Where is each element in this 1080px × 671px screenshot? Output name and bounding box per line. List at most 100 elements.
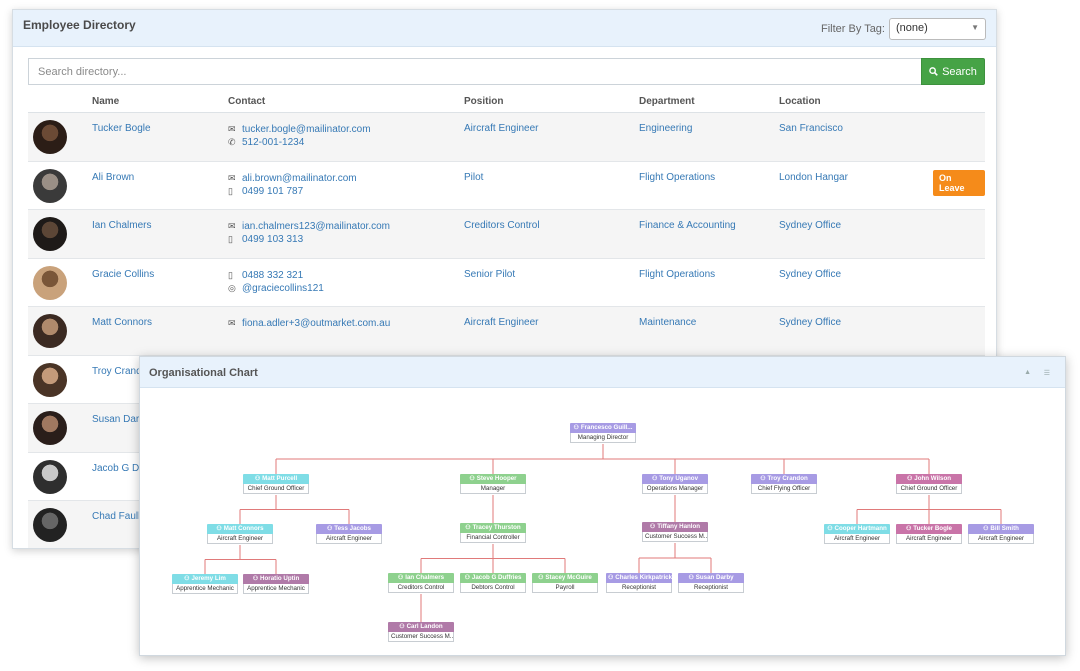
- contact-primary[interactable]: ali.brown@mailinator.com: [242, 172, 357, 184]
- email-icon: ✉: [228, 172, 236, 183]
- org-node-jl[interactable]: ⚇ Jeremy Lim Apprentice Mechanic: [172, 574, 238, 594]
- org-node-tc[interactable]: ⚇ Troy Crandon Chief Flying Officer: [751, 474, 817, 494]
- org-node-name: Francesco Guill...: [580, 424, 633, 431]
- org-node-mp[interactable]: ⚇ Matt Purcell Chief Ground Officer: [243, 474, 309, 494]
- org-node-role: Chief Ground Officer: [896, 484, 962, 494]
- department-link[interactable]: Flight Operations: [639, 268, 716, 280]
- org-node-name: Tony Uganov: [659, 475, 699, 482]
- contact-primary[interactable]: 0488 332 321: [242, 269, 304, 281]
- position-link[interactable]: Aircraft Engineer: [464, 317, 539, 328]
- contact-cell: ✉fiona.adler+3@outmarket.com.au: [228, 317, 390, 330]
- position-link[interactable]: Aircraft Engineer: [464, 123, 539, 134]
- person-icon: ⚇: [983, 525, 989, 532]
- org-node-ch[interactable]: ⚇ Cooper Hartmann Aircraft Engineer: [824, 524, 890, 544]
- contact-secondary[interactable]: 512-001-1234: [242, 137, 305, 148]
- person-icon: ⚇: [827, 525, 833, 532]
- location-link[interactable]: Sydney Office: [779, 317, 842, 328]
- person-icon: ⚇: [469, 475, 475, 482]
- employee-name-link[interactable]: Tucker Bogle: [92, 123, 151, 134]
- org-node-sm[interactable]: ⚇ Stacey McGuire Payroll: [532, 573, 598, 593]
- org-node-role: Debtors Control: [460, 583, 526, 593]
- org-node-sd[interactable]: ⚇ Susan Darby Receptionist: [678, 573, 744, 593]
- department-link[interactable]: Engineering: [639, 123, 693, 134]
- contact-primary[interactable]: fiona.adler+3@outmarket.com.au: [242, 318, 391, 329]
- person-icon: ⚇: [906, 475, 913, 482]
- org-node-role: Aircraft Engineer: [896, 534, 962, 544]
- contact-primary[interactable]: tucker.bogle@mailinator.com: [242, 124, 371, 135]
- org-node-tu[interactable]: ⚇ Tony Uganov Operations Manager: [642, 474, 708, 494]
- employee-name-link[interactable]: Jacob G Duffries: [92, 462, 167, 474]
- org-node-role: Apprentice Mechanic: [243, 584, 309, 594]
- contact-primary[interactable]: ian.chalmers123@mailinator.com: [242, 221, 390, 232]
- employee-name-link[interactable]: Susan Darby: [92, 414, 150, 425]
- org-node-ck[interactable]: ⚇ Charles Kirkpatrick Receptionist: [606, 573, 672, 593]
- table-row[interactable]: Tucker Bogle ✉ tucker.bogle@mailinator.com…: [28, 113, 985, 162]
- org-node-name: Jeremy Lim: [191, 575, 226, 582]
- org-chart-title: Organisational Chart: [149, 367, 258, 379]
- employee-name-link[interactable]: Ian Chalmers: [92, 220, 152, 231]
- person-icon: ⚇: [327, 525, 333, 532]
- person-icon: ⚇: [538, 574, 544, 581]
- avatar: [33, 411, 67, 445]
- person-icon: ⚇: [397, 574, 404, 581]
- column-header-position: Position: [464, 96, 504, 107]
- org-node-name: Matt Purcell: [262, 475, 298, 482]
- org-node-mc[interactable]: ⚇ Matt Connors Aircraft Engineer: [207, 524, 273, 544]
- org-node-role: Financial Controller: [460, 533, 526, 543]
- employee-name-link[interactable]: Troy Crandon: [92, 365, 153, 377]
- search-button[interactable]: Search: [921, 58, 985, 85]
- person-icon: ⚇: [399, 623, 405, 630]
- org-node-bs[interactable]: ⚇ Bill Smith Aircraft Engineer: [968, 524, 1034, 544]
- position-link[interactable]: Senior Pilot: [464, 268, 516, 280]
- employee-name-link[interactable]: Gracie Collins: [92, 268, 155, 280]
- mobile-icon: ▯: [228, 269, 233, 280]
- employee-name-link[interactable]: Ali Brown: [92, 171, 135, 183]
- search-icon: [929, 67, 938, 76]
- org-node-role: Manager: [460, 484, 526, 494]
- mobile-icon: ▯: [228, 234, 233, 244]
- location-link[interactable]: Sydney Office: [779, 220, 842, 231]
- person-icon: ⚇: [651, 475, 658, 482]
- table-row[interactable]: Ian Chalmers ✉ ian.chalmers123@mailinator.…: [28, 210, 985, 259]
- department-link[interactable]: Flight Operations: [639, 171, 716, 183]
- table-row[interactable]: Matt Connors ✉fiona.adler+3@outmarket.com…: [28, 307, 985, 356]
- contact-secondary[interactable]: 0499 101 787: [242, 185, 304, 197]
- person-icon: ⚇: [688, 574, 694, 581]
- org-node-cl[interactable]: ⚇ Carl Landon Customer Success M...: [388, 622, 454, 642]
- org-node-tt[interactable]: ⚇ Tracey Thurston Financial Controller: [460, 523, 526, 543]
- email-icon: ✉: [228, 124, 236, 134]
- employee-name-link[interactable]: Matt Connors: [92, 317, 153, 328]
- org-node-hu[interactable]: ⚇ Horatio Uptin Apprentice Mechanic: [243, 574, 309, 594]
- contact-secondary[interactable]: @graciecollins121: [242, 282, 324, 294]
- directory-header: Employee Directory Filter By Tag: (none)…: [13, 10, 996, 47]
- search-input[interactable]: [28, 58, 921, 85]
- position-link[interactable]: Creditors Control: [464, 220, 540, 231]
- org-node-ic[interactable]: ⚇ Ian Chalmers Creditors Control: [388, 573, 454, 593]
- org-node-jd[interactable]: ⚇ Jacob G Duffries Debtors Control: [460, 573, 526, 593]
- table-row[interactable]: Gracie Collins▯0488 332 321◎@graciecolli…: [28, 259, 985, 307]
- menu-icon[interactable]: ☰: [1043, 370, 1050, 377]
- department-link[interactable]: Maintenance: [639, 317, 697, 328]
- org-node-role: Aircraft Engineer: [316, 534, 382, 544]
- table-row[interactable]: Ali Brown✉ali.brown@mailinator.com▯0499 …: [28, 162, 985, 210]
- org-node-role: Aircraft Engineer: [207, 534, 273, 544]
- org-node-tb[interactable]: ⚇ Tucker Bogle Aircraft Engineer: [896, 524, 962, 544]
- location-link[interactable]: Sydney Office: [779, 268, 842, 280]
- org-node-fg[interactable]: ⚇ Francesco Guill... Managing Director: [570, 423, 636, 443]
- org-node-role: Customer Success M...: [388, 632, 454, 642]
- employee-name-link[interactable]: Chad Faulkner: [92, 511, 158, 522]
- position-link[interactable]: Pilot: [464, 171, 484, 183]
- org-node-tj[interactable]: ⚇ Tess Jacobs Aircraft Engineer: [316, 524, 382, 544]
- org-node-sh[interactable]: ⚇ Steve Hooper Manager: [460, 474, 526, 494]
- email-icon: ✉: [228, 221, 236, 231]
- contact-secondary[interactable]: 0499 103 313: [242, 234, 304, 245]
- org-node-jw[interactable]: ⚇ John Wilson Chief Ground Officer: [896, 474, 962, 494]
- org-node-name: Horatio Uptin: [260, 575, 300, 582]
- filter-by-tag-select[interactable]: (none) ▼: [889, 18, 986, 40]
- org-chart-header: Organisational Chart ▲ ☰: [140, 357, 1065, 388]
- location-link[interactable]: London Hangar: [779, 171, 848, 183]
- location-link[interactable]: San Francisco: [779, 123, 843, 134]
- org-node-th[interactable]: ⚇ Tiffany Hanlon Customer Success M...: [642, 522, 708, 542]
- department-link[interactable]: Finance & Accounting: [639, 220, 736, 231]
- download-icon[interactable]: ▲: [1024, 369, 1031, 376]
